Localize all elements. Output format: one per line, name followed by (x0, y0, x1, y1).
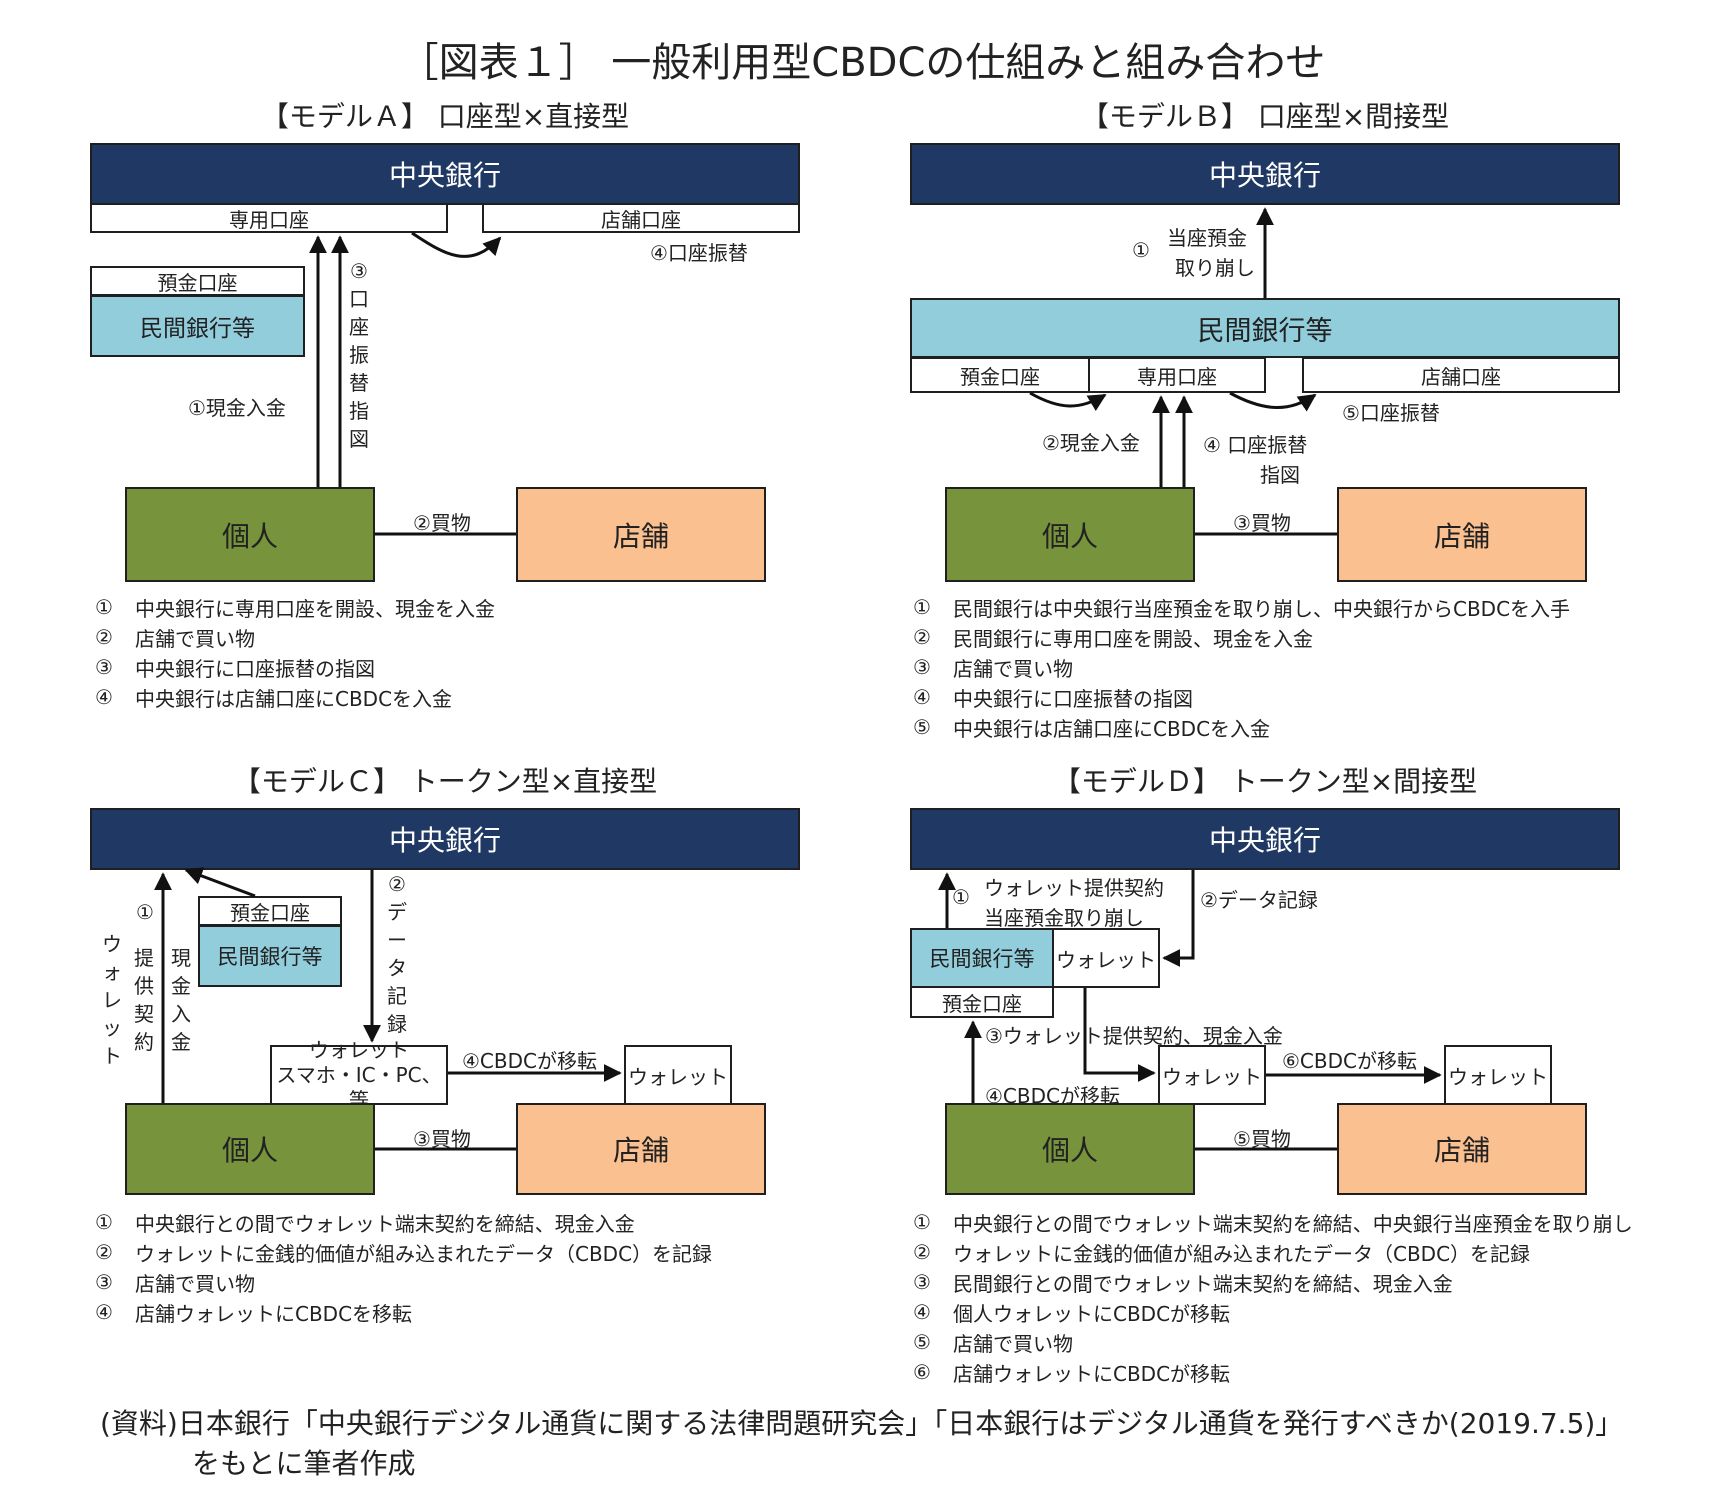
model-b-shop: 店舗 (1337, 487, 1587, 582)
source-line-1: (資料)日本銀行「中央銀行デジタル通貨に関する法律問題研究会」「日本銀行はデジタ… (100, 1407, 1624, 1440)
model-c-wallet-vertical-label: ウ ォ レ ッ ト (102, 932, 122, 1068)
model-b-transfer-instruction-line2: 指図 (1260, 463, 1300, 487)
arrow-d-wallet-contract (1083, 988, 1156, 1082)
model-b-central-bank: 中央銀行 (910, 143, 1620, 205)
source-line-2: をもとに筆者作成 (192, 1447, 416, 1480)
model-b-step1-line1: 当座預金 (1167, 226, 1247, 250)
model-d-purchase-label: ⑤買物 (1233, 1127, 1291, 1151)
arrow-c-bank-to-central (184, 867, 256, 898)
model-a-private-bank: 民間銀行等 (90, 295, 305, 357)
model-c-central-bank: 中央銀行 (90, 808, 800, 870)
model-c-shop-wallet: ウォレット (624, 1045, 732, 1105)
model-c-cash-vertical-label: 現 金 入 金 (171, 946, 191, 1054)
model-d-bank-wallet: ウォレット (1052, 928, 1160, 988)
model-a-individual: 個人 (125, 487, 375, 582)
model-a-transfer-instruction-label: ③ 口 座 振 替 指 図 (349, 259, 369, 451)
model-b-deposit-account: 預金口座 (910, 357, 1090, 393)
model-c-title: 【モデルＣ】 トークン型×直接型 (232, 765, 658, 798)
model-b-transfer-label: ⑤口座振替 (1342, 401, 1440, 425)
model-b-purchase-label: ③買物 (1233, 511, 1291, 535)
model-a-dedicated-account: 専用口座 (90, 203, 448, 233)
model-d-individual: 個人 (945, 1103, 1195, 1195)
model-b-step1-num: ① (1132, 238, 1150, 262)
model-c-private-bank: 民間銀行等 (198, 925, 342, 987)
model-a-cash-deposit-label: ①現金入金 (188, 396, 286, 420)
model-a-shop: 店舗 (516, 487, 766, 582)
model-b-step1-line2: 取り崩し (1175, 256, 1255, 280)
model-c-deposit-account: 預金口座 (198, 896, 342, 926)
model-a-title: 【モデルＡ】 口座型×直接型 (260, 100, 630, 133)
model-d-shop: 店舗 (1337, 1103, 1587, 1195)
model-d-data-record-label: ②データ記録 (1200, 888, 1318, 912)
model-c-purchase-label: ③買物 (413, 1127, 471, 1151)
model-d-individual-wallet: ウォレット (1158, 1045, 1266, 1105)
model-b-cash-deposit-label: ②現金入金 (1042, 431, 1140, 455)
model-b-shop-account: 店舗口座 (1302, 357, 1620, 393)
model-d-step1-num: ① (952, 885, 970, 909)
arrow-d-data-record (1162, 870, 1195, 967)
model-b-individual: 個人 (945, 487, 1195, 582)
model-a-transfer-label: ④口座振替 (650, 241, 748, 265)
model-a-purchase-label: ②買物 (413, 511, 471, 535)
page-title: ［図表１］ 一般利用型CBDCの仕組みと組み合わせ (398, 40, 1326, 86)
model-d-title: 【モデルＤ】 トークン型×間接型 (1052, 765, 1478, 798)
model-b-transfer-instruction-line1: ④ 口座振替 (1203, 433, 1308, 457)
model-d-cbdc-transfer-6-label: ⑥CBDCが移転 (1282, 1049, 1417, 1073)
model-d-step1-line1: ウォレット提供契約 (984, 876, 1164, 900)
model-d-shop-wallet: ウォレット (1444, 1045, 1552, 1105)
model-c-individual: 個人 (125, 1103, 375, 1195)
model-d-deposit-account: 預金口座 (910, 986, 1054, 1018)
model-a-deposit-account: 預金口座 (90, 266, 305, 296)
model-b-dedicated-account: 専用口座 (1088, 357, 1266, 393)
model-c-cbdc-transfer-label: ④CBDCが移転 (462, 1049, 597, 1073)
model-c-contract-vertical-label: 提 供 契 約 (134, 946, 154, 1054)
arrow-b-deposit-to-dedicated (1029, 391, 1107, 412)
arrow-b-account-transfer (1229, 391, 1317, 412)
model-a-shop-account: 店舗口座 (482, 203, 800, 233)
model-d-wallet-contract-label: ③ウォレット提供契約、現金入金 (985, 1024, 1283, 1048)
model-c-step1-num: ① (136, 900, 154, 924)
model-c-shop: 店舗 (516, 1103, 766, 1195)
model-d-central-bank: 中央銀行 (910, 808, 1620, 870)
arrow-a-account-transfer (411, 231, 502, 258)
model-b-title: 【モデルＢ】 口座型×間接型 (1080, 100, 1450, 133)
model-c-individual-wallet: ウォレット スマホ・IC・PC、等 (270, 1038, 448, 1112)
model-c-data-record-vertical-label: ② デ ー タ 記 録 (387, 872, 407, 1036)
model-d-step1-line2: 当座預金取り崩し (984, 906, 1144, 930)
